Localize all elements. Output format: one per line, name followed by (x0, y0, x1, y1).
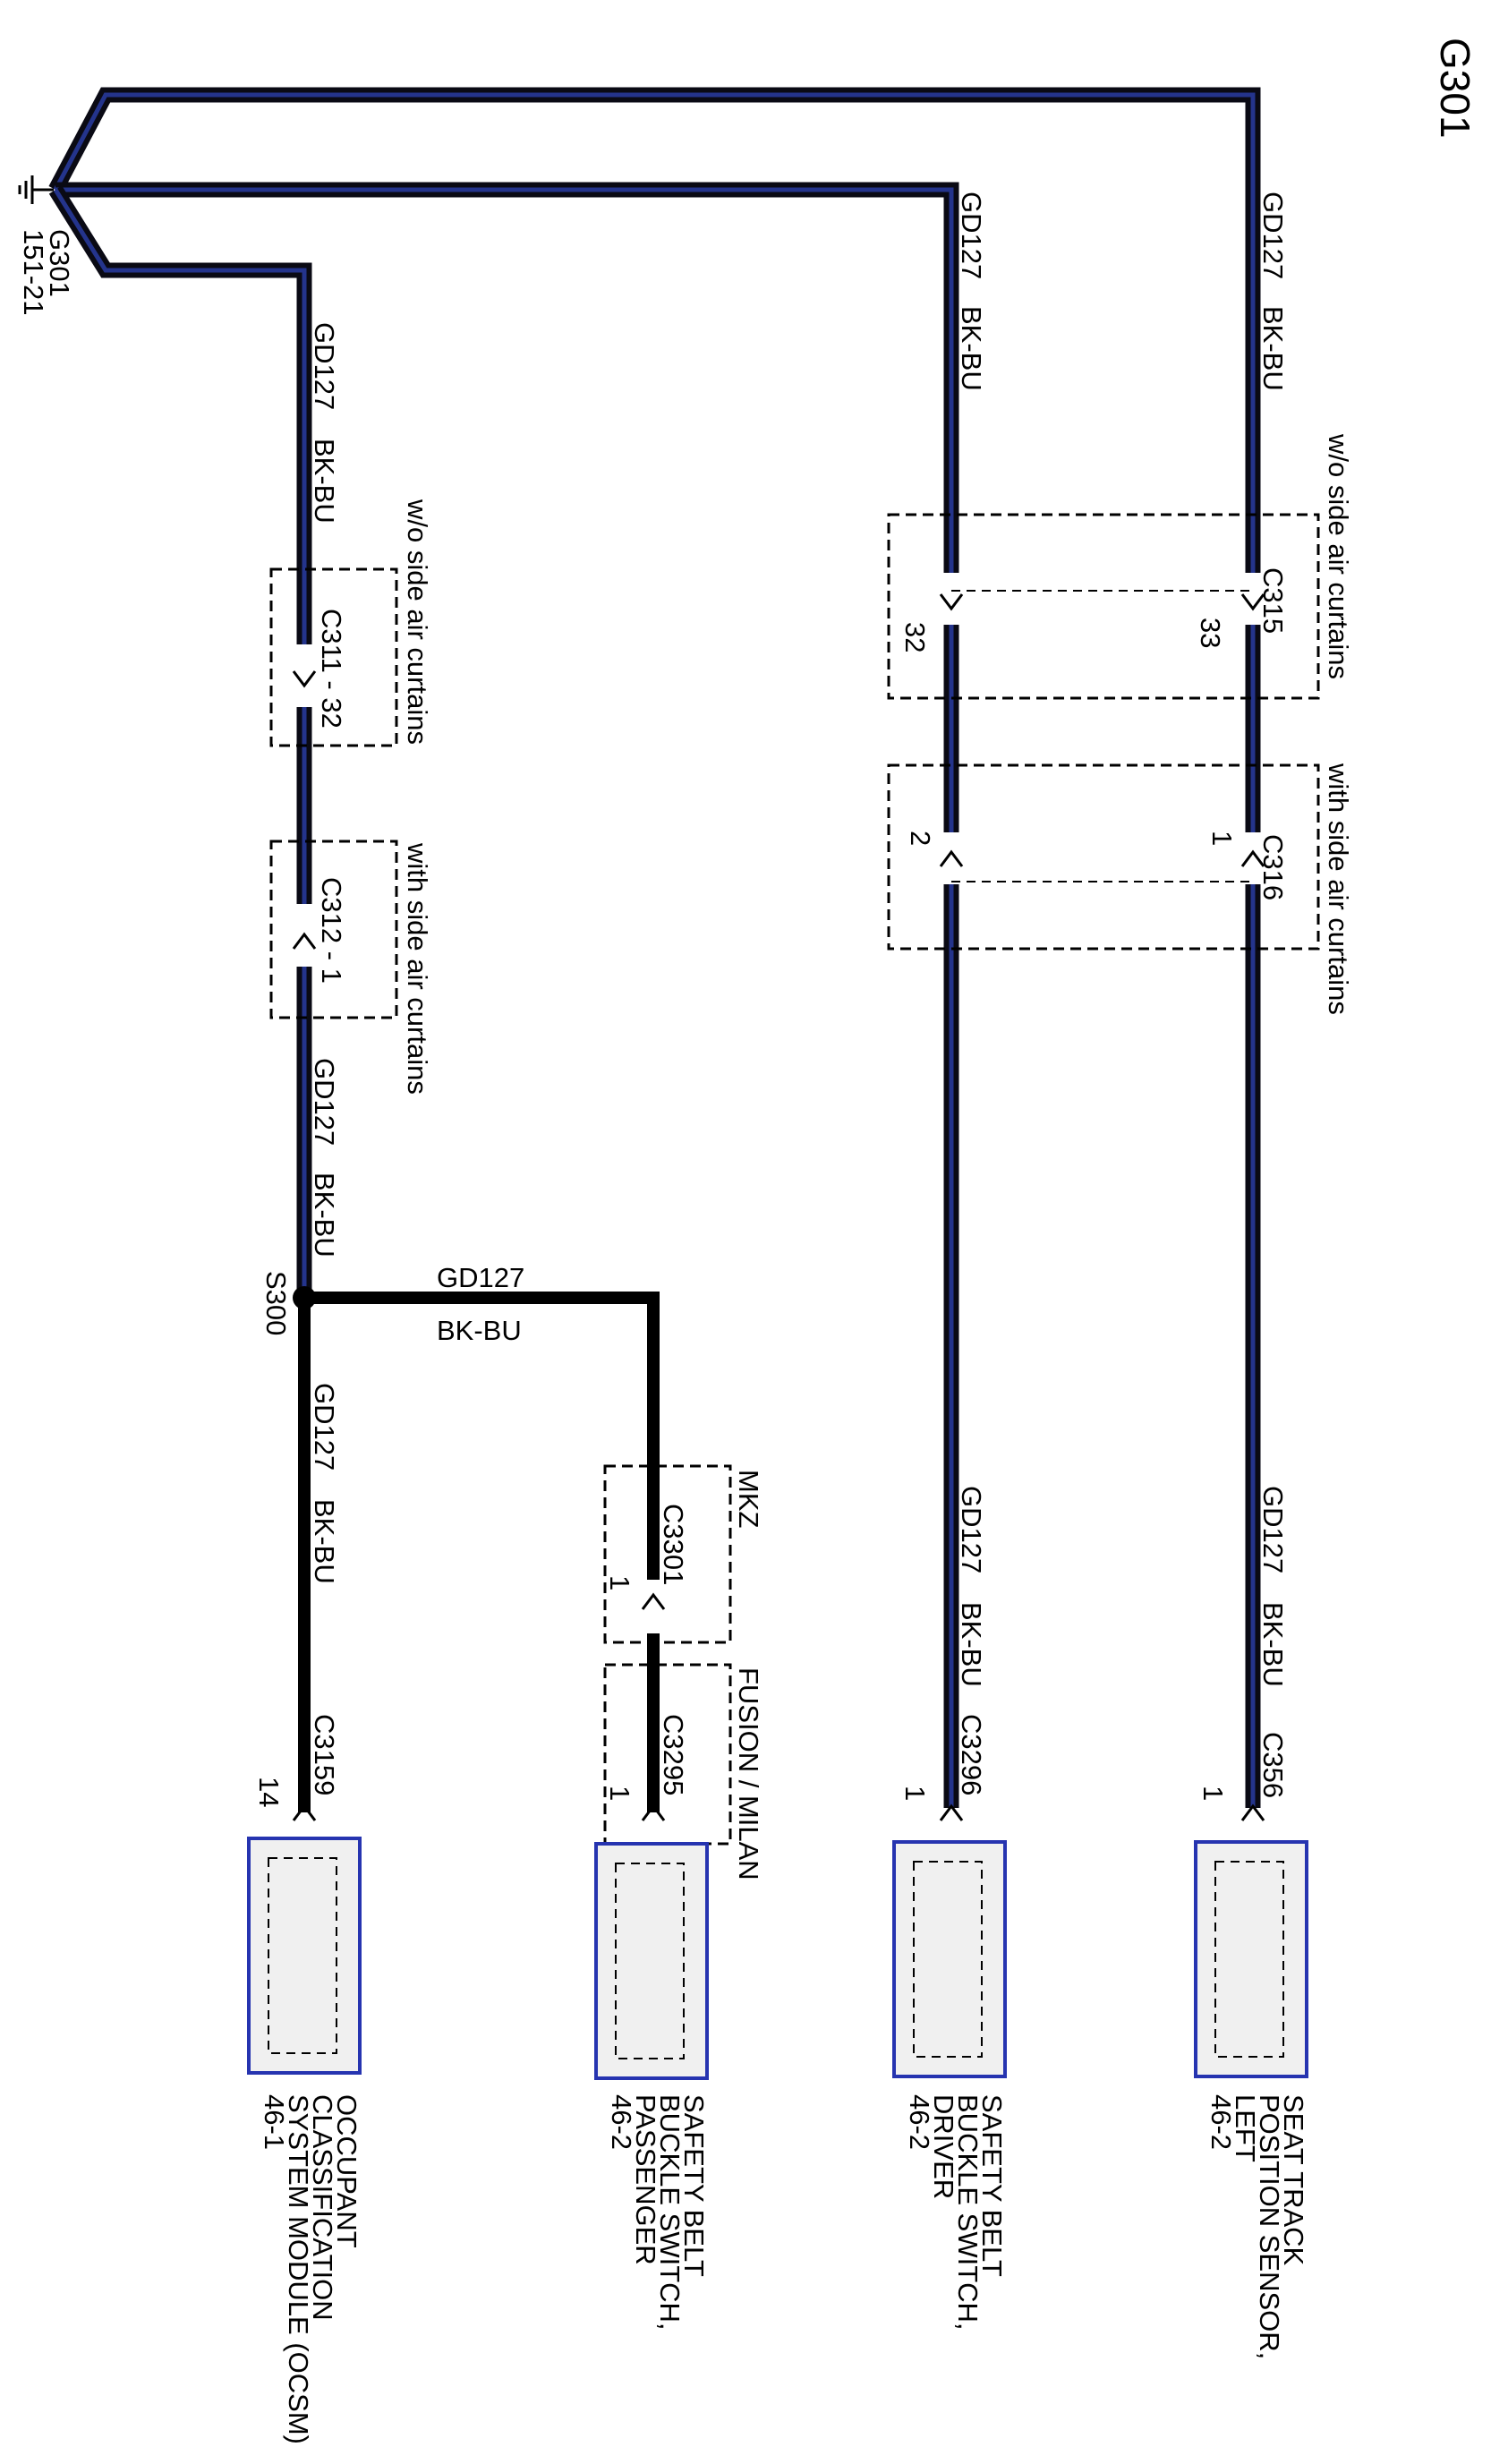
wire-ocsm (48, 185, 312, 1293)
wire-circuit-label: GD127 (309, 1058, 340, 1146)
svg-text:46-1: 46-1 (259, 2094, 290, 2150)
svg-text:46-2: 46-2 (1206, 2094, 1237, 2150)
connector-c312-option: with side air curtains (402, 842, 433, 1095)
connector-c312-label: C312 - 1 (316, 877, 347, 984)
wire-seat-track (48, 87, 1261, 1808)
wire-color-label: BK-BU (437, 1315, 522, 1346)
connector-c3301-label: C3301 (658, 1504, 689, 1585)
connector-c315-pin2: 32 (899, 622, 931, 652)
option-box-c316 (887, 763, 1320, 951)
svg-text:CLASSIFICATION: CLASSIFICATION (307, 2094, 338, 2321)
wire-color-label: BK-BU (956, 306, 987, 391)
connector-c311-option: w/o side air curtains (402, 499, 433, 745)
option-box-c311 (269, 567, 398, 747)
connector-c356-label: C356 (1257, 1732, 1289, 1798)
svg-text:SEAT TRACK: SEAT TRACK (1278, 2094, 1309, 2266)
option-box-c315 (887, 513, 1320, 700)
wire-circuit-label: GD127 (309, 322, 340, 410)
connector-c315-option: w/o side air curtains (1323, 433, 1354, 679)
connector-c3159-label: C3159 (309, 1714, 340, 1795)
connector-c311-label: C311 - 32 (316, 609, 347, 729)
connector-c315-pin: 33 (1195, 618, 1226, 648)
connector-c316-option: with side air curtains (1323, 763, 1354, 1015)
wire-circuit-label: GD127 (1257, 192, 1289, 279)
connector-c3159-pin: 14 (253, 1777, 285, 1807)
svg-text:OCCUPANT: OCCUPANT (331, 2094, 362, 2248)
wire-circuit-label: GD127 (1257, 1486, 1289, 1573)
connector-c316-pin2: 2 (905, 831, 936, 846)
component-passenger-buckle (594, 1842, 709, 2080)
splice-label: S300 (260, 1271, 292, 1335)
ground-symbol (18, 175, 54, 204)
svg-text:LEFT: LEFT (1230, 2094, 1261, 2162)
wire-color-label: BK-BU (309, 1172, 340, 1258)
ground-name: G301 (44, 229, 75, 297)
connector-gaps (294, 573, 1264, 1633)
wire-color-label: BK-BU (1257, 306, 1289, 391)
component-driver-buckle (892, 1840, 1007, 2078)
component-label-passenger-buckle: SAFETY BELT BUCKLE SWITCH, PASSENGER 46-… (606, 2094, 710, 2331)
connector-c316-label: C316 (1257, 834, 1289, 900)
ground-page-ref: 151-21 (18, 229, 49, 316)
wire-circuit-label: GD127 (956, 192, 987, 279)
svg-text:PASSENGER: PASSENGER (630, 2094, 661, 2265)
component-label-seat-track: SEAT TRACK POSITION SENSOR, LEFT 46-2 (1206, 2094, 1309, 2359)
connector-c3295-option: FUSION / MILAN (733, 1667, 764, 1880)
connector-c316-pin: 1 (1206, 831, 1238, 846)
connector-c3295-pin: 1 (604, 1786, 635, 1801)
connector-c3301-pin: 1 (604, 1575, 635, 1590)
splice-s300 (293, 1286, 316, 1309)
svg-text:SYSTEM MODULE (OCSM): SYSTEM MODULE (OCSM) (283, 2094, 314, 2444)
svg-text:46-2: 46-2 (606, 2094, 637, 2150)
wire-circuit-label: GD127 (309, 1383, 340, 1471)
connector-c3296-pin: 1 (899, 1786, 931, 1801)
connector-c356-pin: 1 (1197, 1786, 1229, 1801)
connector-c315-label: C315 (1257, 567, 1289, 634)
connector-c3295-label: C3295 (658, 1714, 689, 1795)
svg-text:BUCKLE SWITCH,: BUCKLE SWITCH, (952, 2094, 984, 2331)
svg-text:POSITION SENSOR,: POSITION SENSOR, (1254, 2094, 1285, 2359)
connector-c3296-label: C3296 (956, 1714, 987, 1795)
wire-passenger-buckle (304, 1292, 660, 1812)
svg-text:SAFETY BELT: SAFETY BELT (976, 2094, 1008, 2277)
option-box-c3301 (603, 1464, 732, 1644)
svg-text:DRIVER: DRIVER (928, 2094, 959, 2199)
wire-circuit-label: GD127 (437, 1262, 524, 1293)
component-label-driver-buckle: SAFETY BELT BUCKLE SWITCH, DRIVER 46-2 (904, 2094, 1008, 2331)
connector-c3301-option: MKZ (733, 1470, 764, 1528)
wire-color-label: BK-BU (956, 1602, 987, 1687)
svg-text:46-2: 46-2 (904, 2094, 935, 2150)
wire-color-label: BK-BU (309, 439, 340, 524)
wire-circuit-label: GD127 (956, 1486, 987, 1573)
component-seat-track-sensor (1194, 1840, 1308, 2078)
svg-text:BUCKLE SWITCH,: BUCKLE SWITCH, (654, 2094, 686, 2331)
wire-color-label: BK-BU (1257, 1602, 1289, 1687)
component-ocsm (247, 1837, 362, 2075)
option-box-c312 (269, 840, 398, 1019)
connector-pins (292, 593, 1265, 1821)
page-title: G301 (1432, 38, 1478, 139)
wire-color-label: BK-BU (309, 1499, 340, 1584)
component-label-ocsm: OCCUPANT CLASSIFICATION SYSTEM MODULE (O… (259, 2094, 362, 2444)
svg-text:SAFETY BELT: SAFETY BELT (678, 2094, 710, 2277)
wire-driver-buckle (55, 182, 959, 1808)
